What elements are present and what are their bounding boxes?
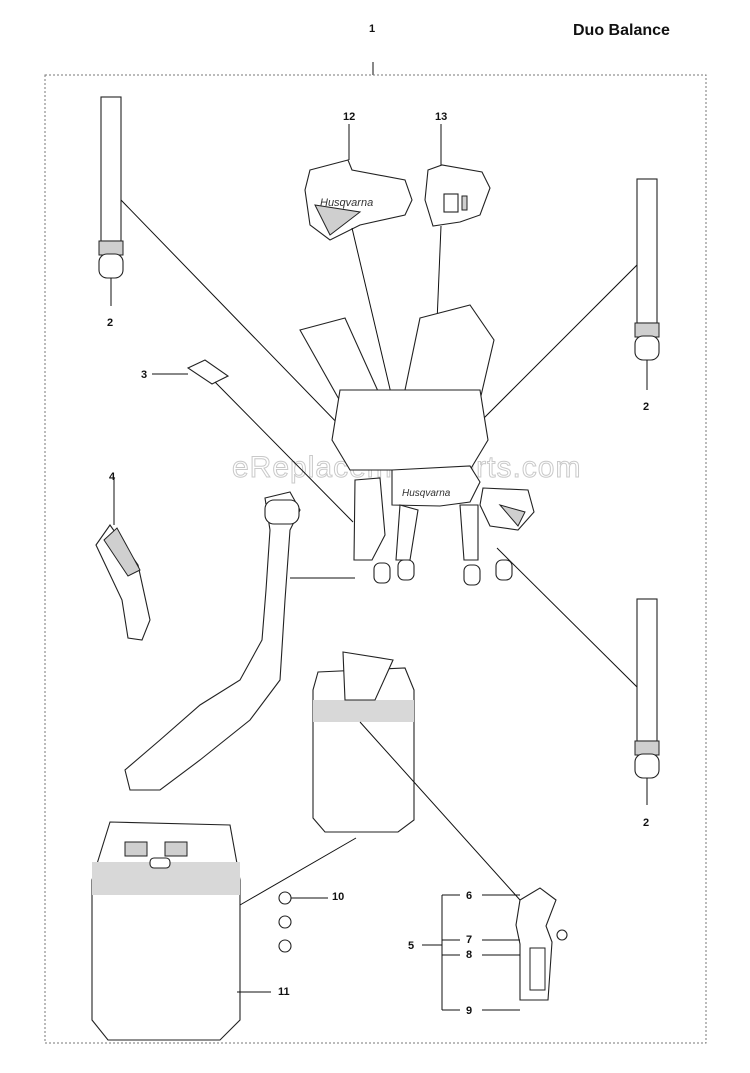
hook-assembly-part-5 [515,887,568,1001]
leader-11-bag [239,837,357,906]
hook-bracket [422,894,520,1011]
leader-3 [214,381,354,523]
callout-3: 3 [141,369,147,381]
logo-text-12: Husqvarna [320,197,373,209]
strap-part-2-right-upper [634,178,660,390]
callout-9: 9 [466,1005,472,1017]
callout-2-right-upper: 2 [643,401,649,413]
leader-5 [359,721,521,901]
callout-2-left: 2 [107,317,113,329]
strap-part-2-left [98,96,124,306]
buckle-cover-part-13 [424,124,491,227]
harness-assembly: Husqvarna [299,304,535,586]
leader-2-right-upper [461,264,638,441]
buckle-part-3 [152,359,230,385]
bag-part-11 [91,821,241,1041]
diagram-title: Duo Balance [573,22,670,39]
strap-part-2-right-lower [634,598,660,805]
callout-11: 11 [278,986,290,998]
callout-10: 10 [332,891,344,903]
leader-2-right-lower [496,547,638,688]
callout-4: 4 [109,471,116,483]
screws-part-10 [278,891,328,953]
assembly-frame [44,62,707,1044]
callout-1: 1 [369,23,375,35]
callout-8: 8 [466,949,472,961]
callout-7: 7 [466,934,472,946]
callout-6: 6 [466,890,472,902]
callout-2-right-lower: 2 [643,817,649,829]
callout-12: 12 [343,111,355,123]
shoulder-pad-part-12: Husqvarna [304,124,413,241]
bag-part-11-assembled [312,651,415,833]
callout-5: 5 [408,940,414,952]
callout-13: 13 [435,111,447,123]
hose-part-4 [95,478,301,791]
leader-2-left [120,199,376,463]
logo-text-harness: Husqvarna [402,488,451,499]
